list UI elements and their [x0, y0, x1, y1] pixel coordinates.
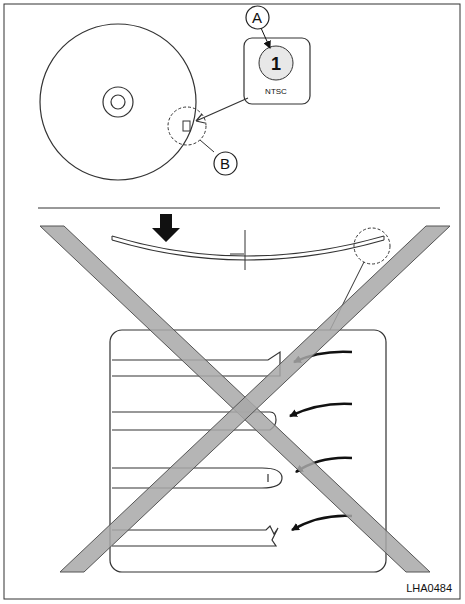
disc-hub: [103, 87, 133, 117]
format-text: NTSC: [265, 88, 287, 96]
warped-disc: [112, 236, 384, 256]
down-arrow: [152, 214, 180, 242]
figure-code: LHA0484: [406, 583, 452, 594]
inset-arrow: [196, 98, 248, 123]
callout-circle: B: [213, 151, 238, 176]
disc-hole: [111, 95, 125, 109]
center-line: [245, 230, 246, 270]
mark-circle: [168, 107, 206, 145]
badge: [259, 46, 293, 80]
edge-circle: [354, 228, 390, 264]
edge-inset: [110, 330, 386, 572]
callout-letter: B: [220, 156, 230, 171]
disc: [40, 24, 196, 180]
callout-circle: A: [245, 5, 270, 30]
cross-out: [40, 226, 450, 572]
callout-letter: A: [252, 10, 262, 25]
frame: [4, 4, 460, 599]
leader-line: [200, 140, 214, 152]
inset-box: [244, 38, 310, 104]
format-mark: [183, 121, 190, 131]
warped-disc: [112, 240, 384, 260]
badge-number: 1: [271, 55, 281, 73]
separator: [38, 208, 440, 209]
leader-line: [261, 28, 270, 48]
